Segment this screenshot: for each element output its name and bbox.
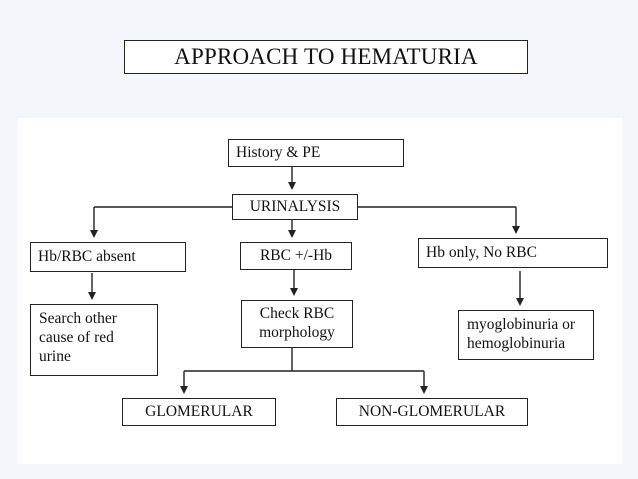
node-myoglobinuria: myoglobinuria or hemoglobinuria — [458, 310, 594, 360]
search-other-line-3: urine — [39, 347, 71, 365]
node-history-pe: History & PE — [228, 139, 404, 167]
node-hb-only-no-rbc: Hb only, No RBC — [418, 238, 608, 268]
page-title: APPROACH TO HEMATURIA — [124, 40, 528, 74]
node-glomerular: GLOMERULAR — [122, 398, 276, 426]
node-rbc-hb: RBC +/-Hb — [240, 242, 352, 270]
node-hb-rbc-absent: Hb/RBC absent — [30, 242, 186, 272]
search-other-line-1: Search other — [39, 310, 117, 327]
node-non-glomerular: NON-GLOMERULAR — [336, 398, 528, 426]
myoglobinuria-line-1: myoglobinuria or — [467, 316, 576, 333]
node-check-rbc-morphology: Check RBC morphology — [241, 300, 353, 348]
check-rbc-line-1: Check RBC — [259, 305, 335, 322]
node-search-other-cause: Search other cause of red urine — [30, 304, 158, 376]
search-other-line-2: cause of red — [39, 328, 114, 346]
myoglobinuria-line-2: hemoglobinuria — [467, 334, 566, 352]
check-rbc-line-2: morphology — [259, 323, 335, 341]
node-urinalysis: URINALYSIS — [232, 194, 358, 220]
